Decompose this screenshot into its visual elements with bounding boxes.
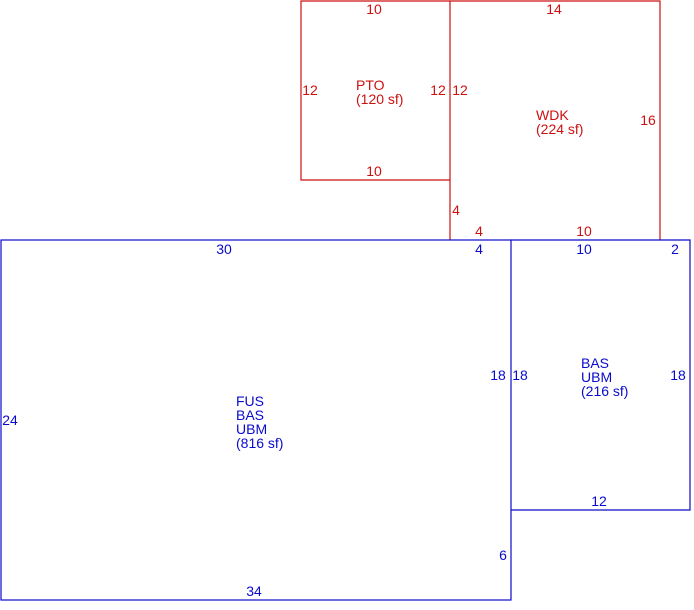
main-label-ubm: UBM xyxy=(236,421,267,437)
wdk-bottom-left-dimension: 4 xyxy=(475,223,483,239)
side-top-dimension: 10 xyxy=(576,241,592,257)
wdk-bottom-right-dimension: 10 xyxy=(576,223,592,239)
side-area-label: (216 sf) xyxy=(581,383,628,399)
side-left-dimension: 18 xyxy=(512,367,528,383)
side-label-ubm: UBM xyxy=(581,369,612,385)
pto-left-dimension: 12 xyxy=(302,82,318,98)
side-label-bas: BAS xyxy=(581,355,609,371)
wdk-top-dimension: 14 xyxy=(546,1,562,17)
side-top-right-dimension: 2 xyxy=(671,241,679,257)
main-top-dimension: 30 xyxy=(216,241,232,257)
main-structure-outline xyxy=(0,239,512,601)
pto-bottom-dimension: 10 xyxy=(366,163,382,179)
pto-right-dimension: 12 xyxy=(430,82,446,98)
main-top-right-dimension: 4 xyxy=(475,241,483,257)
main-label-bas: BAS xyxy=(236,407,264,423)
main-right-upper-dimension: 18 xyxy=(490,367,506,383)
main-area-label: (816 sf) xyxy=(236,435,283,451)
wdk-outline xyxy=(449,0,661,240)
side-bottom-dimension: 12 xyxy=(591,493,607,509)
pto-top-dimension: 10 xyxy=(366,1,382,17)
side-structure-outline xyxy=(511,239,691,511)
pto-name-label: PTO xyxy=(356,77,385,93)
pto-outline xyxy=(300,0,450,181)
wdk-left-lower-dimension: 4 xyxy=(452,202,460,218)
side-right-dimension: 18 xyxy=(670,367,686,383)
wdk-area-label: (224 sf) xyxy=(536,121,583,137)
main-left-dimension: 24 xyxy=(2,412,18,428)
wdk-left-upper-dimension: 12 xyxy=(452,82,468,98)
wdk-right-dimension: 16 xyxy=(640,112,656,128)
main-bottom-dimension: 34 xyxy=(246,583,262,599)
wdk-name-label: WDK xyxy=(536,107,569,123)
main-label-fus: FUS xyxy=(236,393,264,409)
pto-area-label: (120 sf) xyxy=(356,91,403,107)
main-right-lower-dimension: 6 xyxy=(499,547,507,563)
